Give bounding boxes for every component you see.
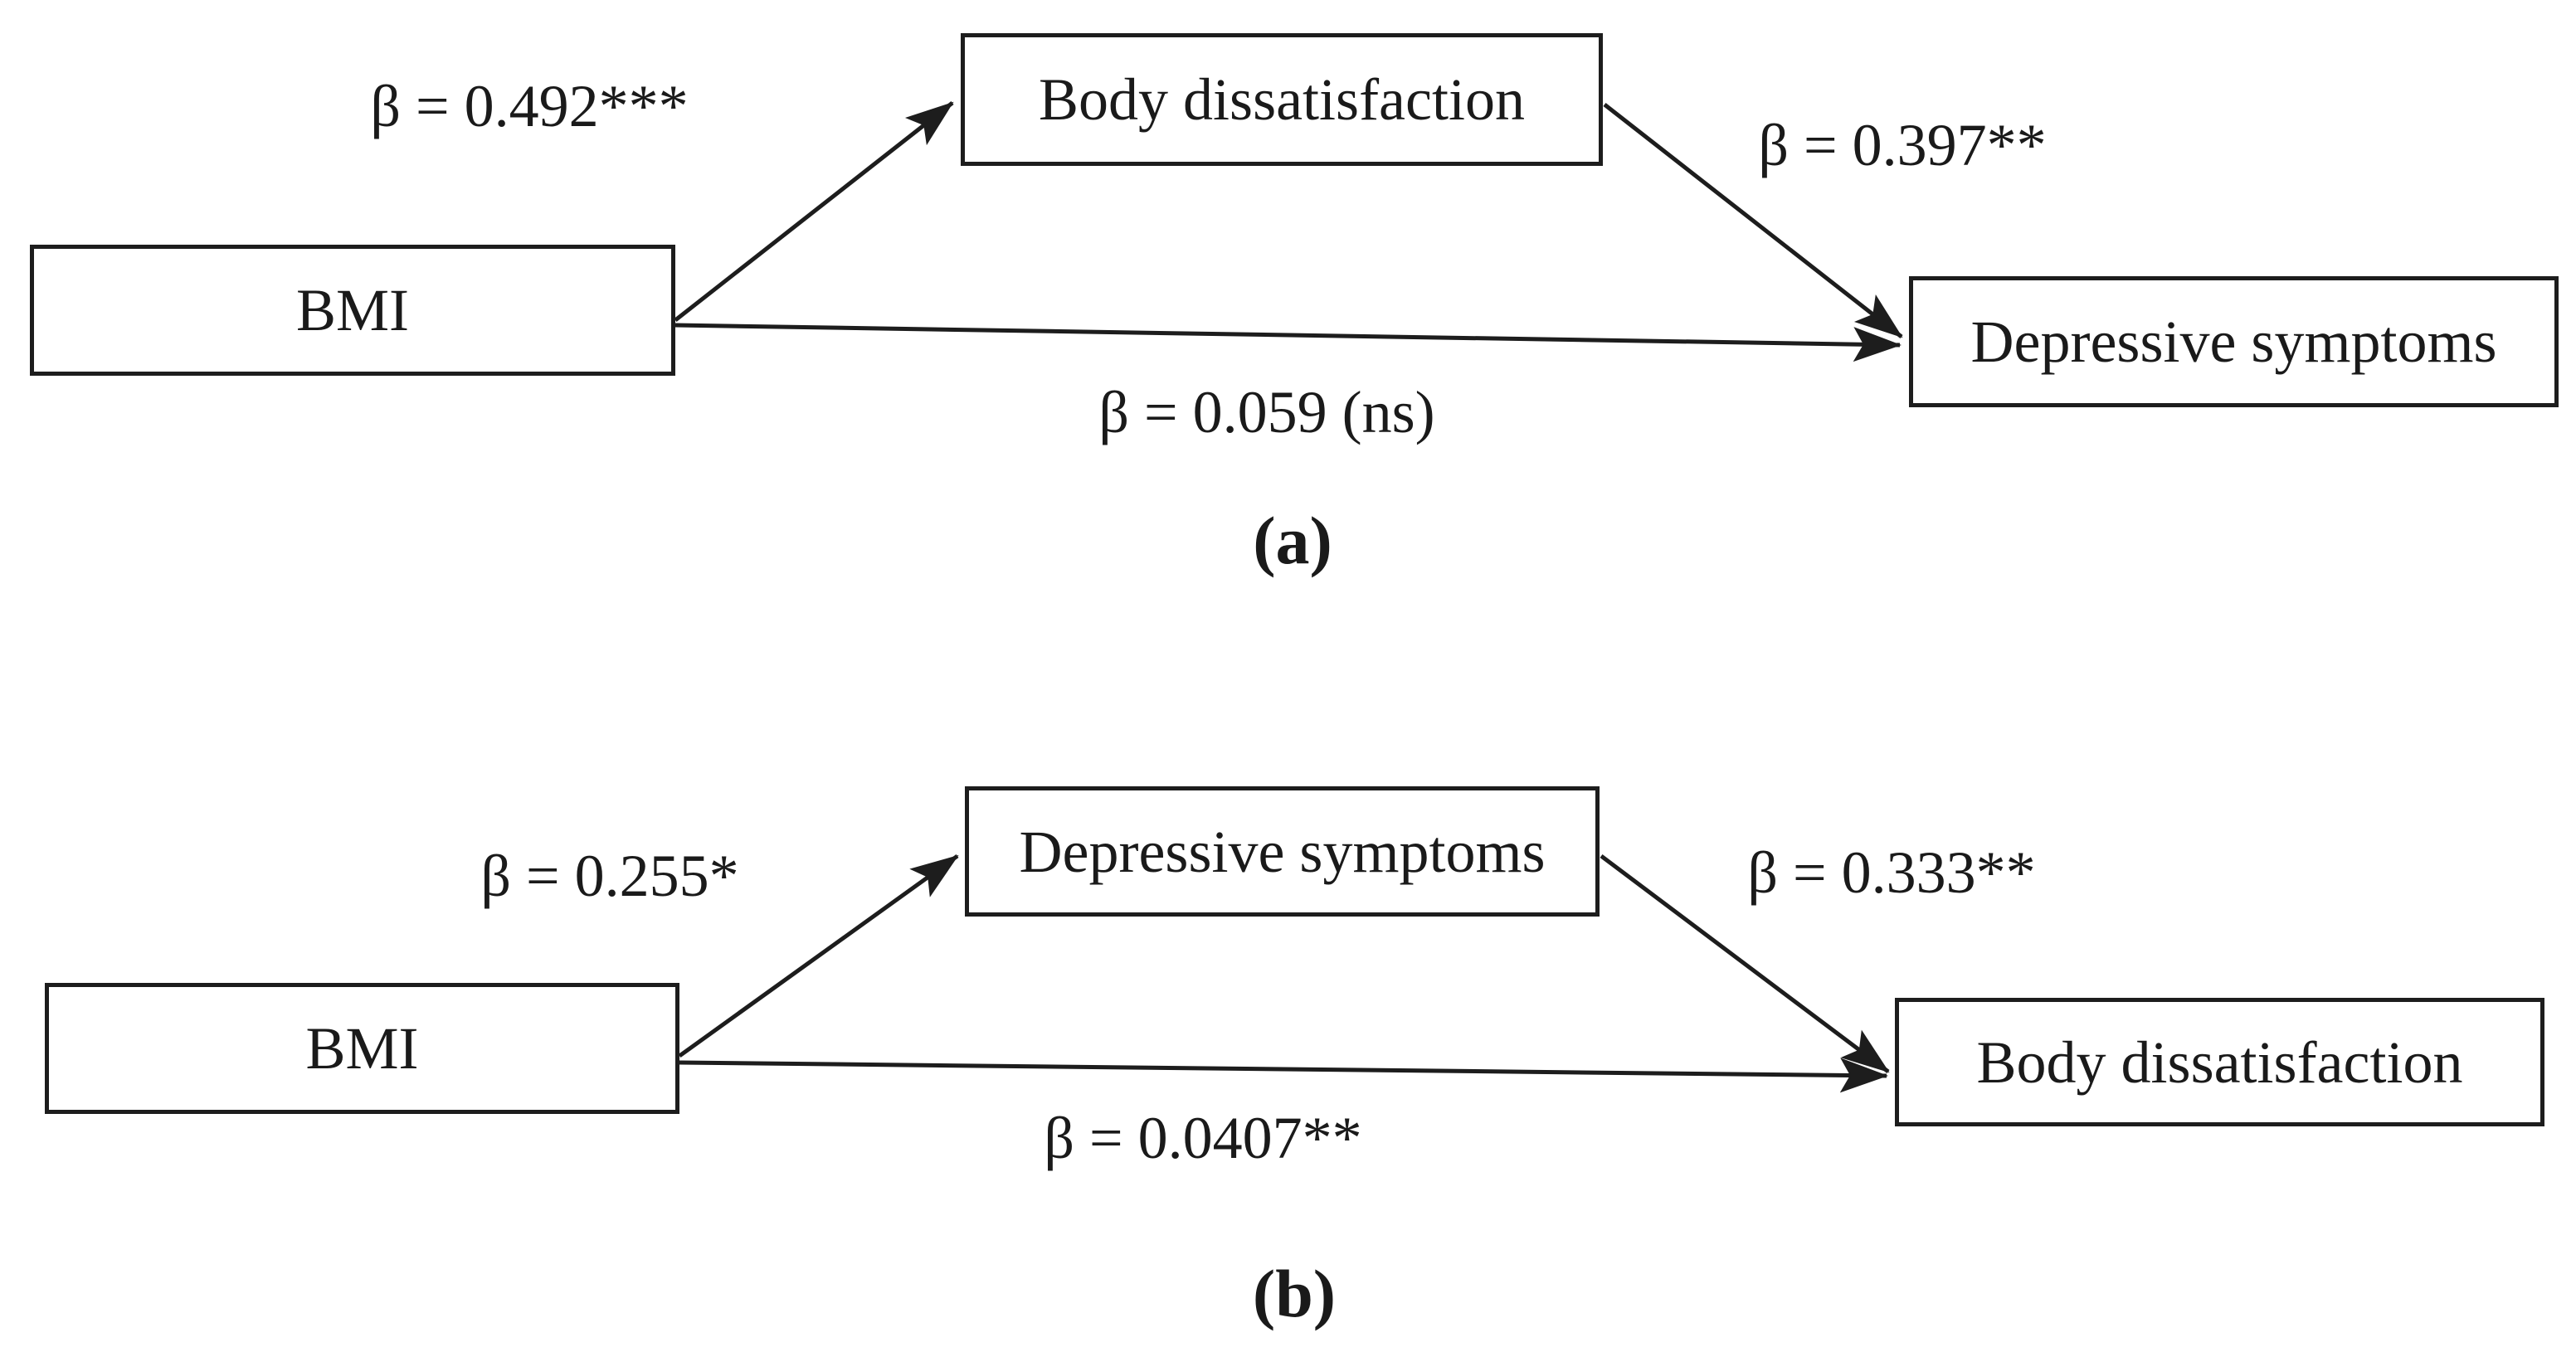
arrow-a-mediator-to-outcome — [1603, 103, 1903, 338]
coef-b-mediator-to-outcome: β = 0.333** — [1747, 839, 2036, 906]
caption-panel-b: (b) — [1252, 1256, 1337, 1331]
coef-a-mediator-to-outcome: β = 0.397** — [1758, 112, 2047, 178]
node-b-predictor-label: BMI — [305, 1015, 419, 1082]
node-b-outcome: Body dissatisfaction — [1895, 998, 2544, 1126]
coef-a-direct: β = 0.059 (ns) — [1098, 379, 1435, 445]
node-a-predictor-label: BMI — [295, 277, 410, 343]
node-b-outcome-label: Body dissatisfaction — [1976, 1029, 2463, 1096]
arrow-a-direct — [674, 323, 1902, 362]
node-a-outcome-label: Depressive symptoms — [1970, 309, 2497, 375]
node-b-mediator: Depressive symptoms — [965, 786, 1600, 917]
node-a-mediator: Body dissatisfaction — [961, 33, 1603, 166]
coef-b-direct: β = 0.0407** — [1044, 1105, 1362, 1171]
node-b-mediator-label: Depressive symptoms — [1019, 818, 1546, 885]
coef-a-predictor-to-mediator: β = 0.492*** — [370, 73, 689, 139]
node-b-predictor: BMI — [45, 983, 679, 1114]
arrow-a-predictor-to-mediator — [674, 101, 954, 322]
coef-b-predictor-to-mediator: β = 0.255* — [480, 843, 739, 909]
node-a-mediator-label: Body dissatisfaction — [1039, 66, 1525, 133]
arrow-b-mediator-to-outcome — [1600, 854, 1890, 1073]
node-a-predictor: BMI — [30, 245, 675, 376]
arrow-b-direct — [679, 1058, 1888, 1093]
caption-panel-a: (a) — [1253, 503, 1332, 578]
arrow-b-predictor-to-mediator — [678, 854, 959, 1058]
node-a-outcome: Depressive symptoms — [1909, 276, 2559, 407]
